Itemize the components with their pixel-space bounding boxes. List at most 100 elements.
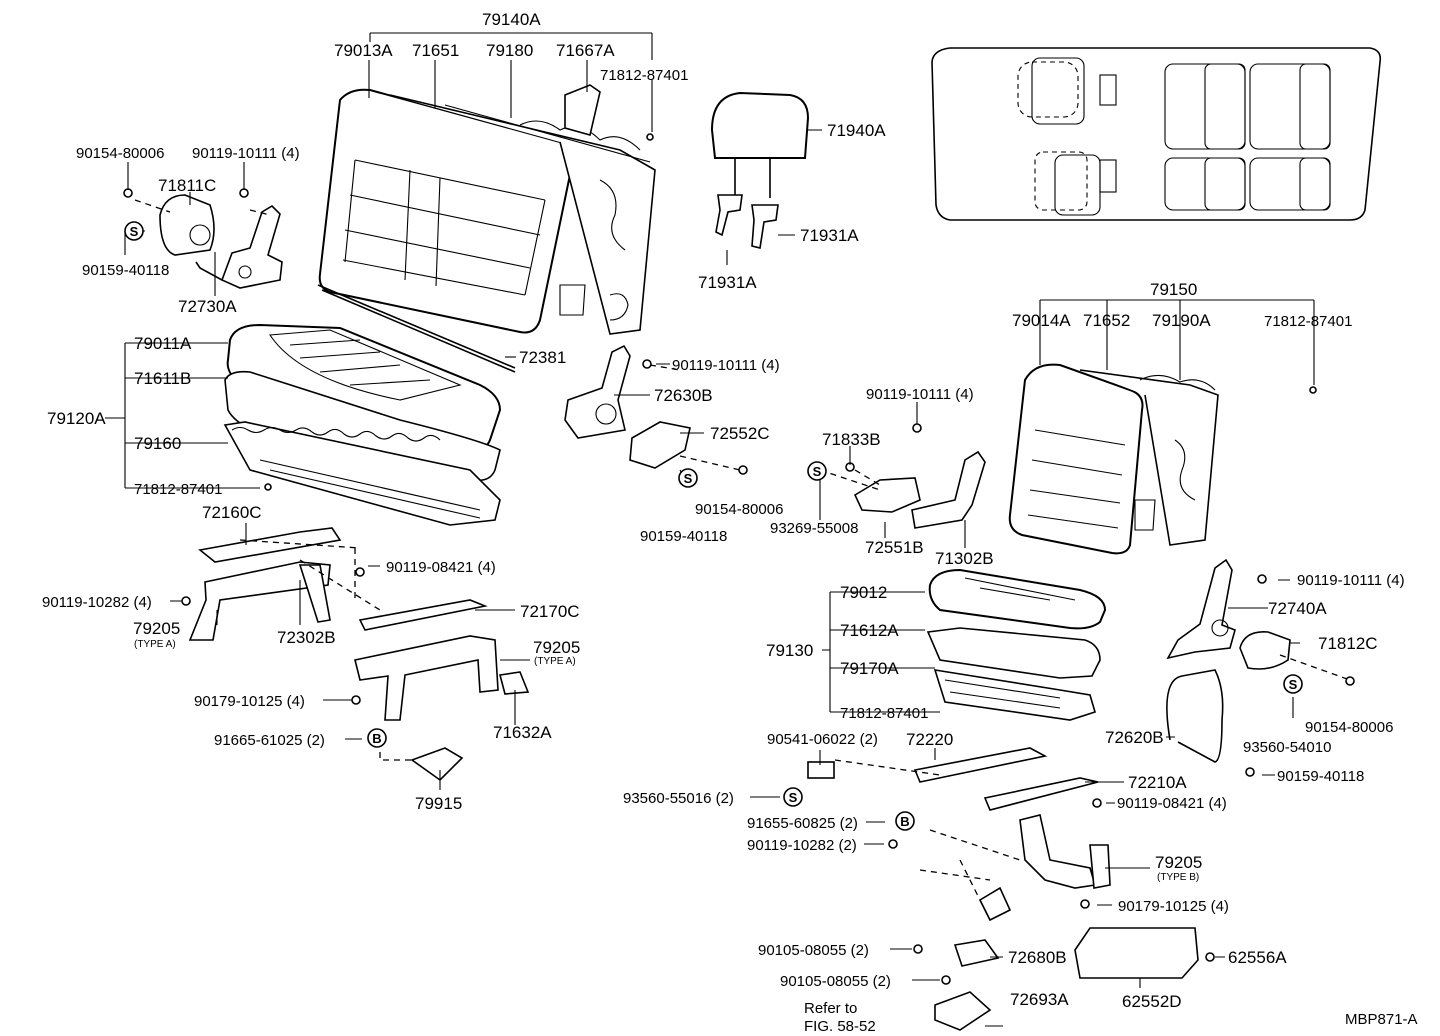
label-79180: 79180: [486, 41, 533, 60]
label-90105-b: 90105-08055 (2): [780, 973, 891, 990]
label-90179-right: 90179-10125 (4): [1118, 898, 1229, 915]
label-71611B: 71611B: [134, 369, 191, 388]
label-71940A: 71940A: [827, 121, 886, 140]
label-71632A: 71632A: [493, 723, 552, 742]
label-90119-10111-mid: 90119-10111 (4): [672, 357, 780, 374]
marker-s-3: [807, 461, 827, 481]
label-90119-10282-left: 90119-10282 (4): [42, 594, 152, 611]
label-71812-right: 71812-87401: [1264, 313, 1352, 330]
right-recliner-72740A: [1166, 558, 1351, 763]
label-72160C: 72160C: [202, 503, 262, 522]
label-71931A-right: 71931A: [800, 226, 859, 245]
label-72680B: 72680B: [1008, 948, 1067, 967]
label-refer-line2: FIG. 58-52: [804, 1018, 876, 1035]
mid-hinge-72630B: [564, 344, 741, 471]
marker-s-5: [783, 787, 803, 807]
label-90119-10111-right: 90119-10111 (4): [866, 386, 974, 403]
label-79014A: 79014A: [1012, 311, 1071, 330]
marker-b-1-text: B: [372, 731, 381, 746]
label-71833B: 71833B: [822, 430, 881, 449]
label-79205-b-type: (TYPE B): [1157, 872, 1199, 883]
label-refer-line1: Refer to: [804, 1000, 857, 1017]
label-79205-a1: 79205: [133, 619, 180, 638]
label-62552D: 62552D: [1122, 992, 1182, 1011]
label-62556A: 62556A: [1228, 948, 1287, 967]
label-79205-b: 79205: [1155, 853, 1202, 872]
label-71811C: 71811C: [158, 176, 216, 195]
marker-s-1-text: S: [130, 224, 139, 239]
label-72740A: 72740A: [1268, 599, 1327, 618]
marker-b-2: [895, 811, 915, 831]
label-71812-left: 71812-87401: [134, 481, 222, 498]
marker-s-4: [1283, 674, 1303, 694]
label-72630B: 72630B: [654, 386, 713, 405]
label-72693A: 72693A: [1010, 990, 1069, 1009]
label-79150: 79150: [1150, 280, 1197, 299]
label-90154-left: 90154-80006: [76, 145, 164, 162]
label-72730A: 72730A: [178, 297, 237, 316]
marker-b-1: [367, 728, 387, 748]
label-79160: 79160: [134, 434, 181, 453]
label-91665: 91665-61025 (2): [214, 732, 325, 749]
marker-b-2-text: B: [900, 814, 909, 829]
label-90154-right: 90154-80006: [1305, 719, 1393, 736]
markers: S S S S S B B: [124, 221, 1303, 831]
label-93269: 93269-55008: [770, 520, 858, 537]
label-90105-a: 90105-08055 (2): [758, 942, 869, 959]
part-labels: 79140A 79013A 71651 79180 71667A 71812-8…: [42, 10, 1418, 1035]
label-71667A: 71667A: [556, 41, 615, 60]
label-93560-54010: 93560-54010: [1243, 739, 1331, 756]
label-71812-top: 71812-87401: [600, 67, 688, 84]
label-72302B: 72302B: [277, 628, 336, 647]
label-90154-mid: 90154-80006: [695, 501, 783, 518]
headrest-71940A: [710, 91, 810, 249]
label-90119-10111-left: 90119-10111 (4): [192, 145, 300, 162]
label-79170A: 79170A: [840, 659, 899, 678]
label-90159-left: 90159-40118: [82, 262, 169, 279]
label-79012: 79012: [840, 583, 887, 602]
label-72551B: 72551B: [865, 538, 924, 557]
left-tracks: [188, 527, 530, 782]
seating-layout-inset: [931, 47, 1382, 221]
label-90119-08421-left: 90119-08421 (4): [386, 559, 496, 576]
label-79915: 79915: [415, 794, 462, 813]
label-90119-08421-right: 90119-08421 (4): [1117, 795, 1227, 812]
label-79205-a2: 79205: [533, 638, 580, 657]
marker-s-5-text: S: [789, 790, 798, 805]
label-71651: 71651: [412, 41, 459, 60]
label-79013A: 79013A: [334, 41, 393, 60]
label-71931A-bottom: 71931A: [698, 273, 757, 292]
label-90159-right: 90159-40118: [1277, 768, 1364, 785]
label-72210A: 72210A: [1128, 773, 1187, 792]
rod-72381: [317, 284, 516, 373]
label-91655: 91655-60825 (2): [747, 815, 858, 832]
label-93560-55016: 93560-55016 (2): [623, 790, 734, 807]
marker-s-2-text: S: [684, 471, 693, 486]
bench-cushion: [223, 323, 502, 526]
label-71652: 71652: [1083, 311, 1130, 330]
label-71612A: 71612A: [840, 621, 899, 640]
label-90541: 90541-06022 (2): [767, 731, 878, 748]
marker-s-2: [678, 468, 698, 488]
label-79011A: 79011A: [134, 334, 192, 353]
leader-lines: [105, 32, 1315, 1027]
label-72220: 72220: [906, 730, 953, 749]
label-79190A: 79190A: [1152, 311, 1211, 330]
label-71812-right2: 71812-87401: [840, 705, 928, 722]
right-tracks: [807, 747, 1199, 1031]
label-71302B: 71302B: [935, 549, 994, 568]
label-79205-a2-type: (TYPE A): [534, 656, 576, 667]
label-72552C: 72552C: [710, 424, 770, 443]
marker-s-4-text: S: [1289, 677, 1298, 692]
label-90119-10282-right: 90119-10282 (2): [747, 837, 857, 854]
right-seatback: [1008, 363, 1219, 555]
label-diagram-code: MBP871-A: [1345, 1011, 1418, 1028]
label-79140A: 79140A: [482, 10, 541, 29]
label-90159-mid: 90159-40118: [640, 528, 727, 545]
label-90179-left: 90179-10125 (4): [194, 693, 305, 710]
right-hinge: [819, 450, 986, 529]
right-cushion: [926, 568, 1107, 721]
label-79120A: 79120A: [47, 409, 106, 428]
